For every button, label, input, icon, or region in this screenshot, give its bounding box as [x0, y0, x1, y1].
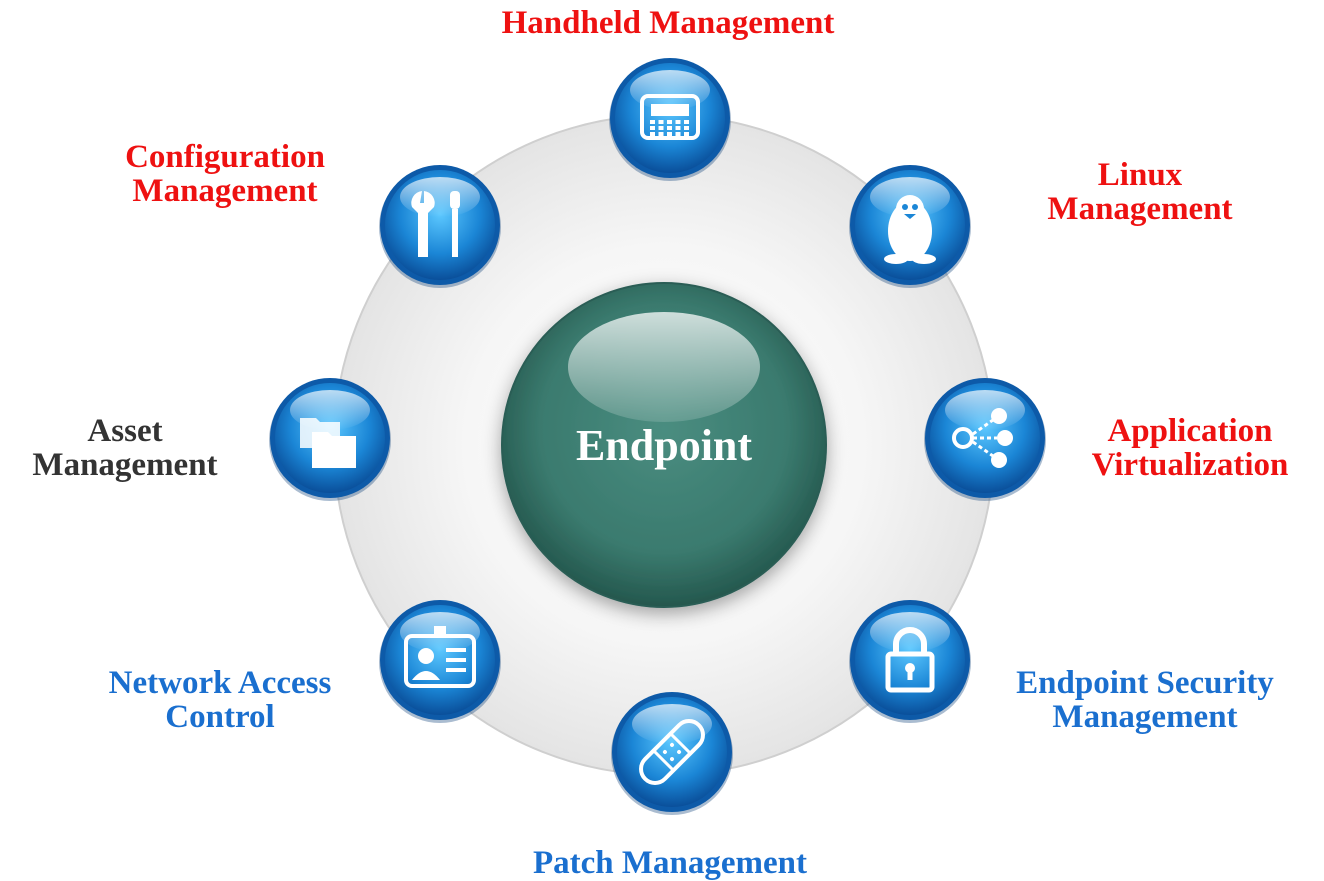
padlock-icon	[885, 627, 935, 693]
label-line: Management	[1052, 699, 1238, 735]
node-handheld[interactable]	[607, 55, 733, 181]
label-handheld: Handheld Management	[478, 6, 858, 40]
penguin-icon	[884, 195, 936, 264]
node-bubble	[611, 692, 733, 815]
center-gloss	[568, 312, 760, 422]
center-label: Endpoint	[576, 421, 752, 470]
label-line: Linux	[1097, 157, 1183, 193]
node-asset[interactable]	[267, 375, 393, 501]
label-line: Handheld Management	[501, 5, 835, 41]
node-bubble	[379, 165, 501, 288]
node-bubble	[269, 378, 391, 501]
label-patch: Patch Management	[475, 846, 865, 880]
label-line: Management	[32, 447, 218, 483]
label-line: Patch Management	[532, 845, 808, 881]
node-bubble	[379, 600, 501, 723]
label-line: Control	[165, 699, 275, 735]
node-security[interactable]	[847, 597, 973, 723]
label-line: Application	[1107, 413, 1273, 449]
node-bubble	[849, 165, 971, 288]
wrench-screwdriver-icon	[411, 191, 460, 257]
center-hub[interactable]	[501, 282, 827, 608]
node-config[interactable]	[377, 162, 503, 288]
label-line: Configuration	[125, 139, 325, 175]
node-bubble	[849, 600, 971, 723]
share-nodes-icon	[952, 408, 1013, 468]
label-line: Virtualization	[1091, 447, 1289, 483]
label-line: Network Access	[108, 665, 332, 701]
folders-icon	[300, 418, 356, 468]
node-appvirt[interactable]	[922, 375, 1048, 501]
node-patch[interactable]	[609, 689, 735, 815]
bandage-icon	[639, 719, 705, 785]
label-line: Management	[1047, 191, 1233, 227]
id-badge-icon	[404, 626, 476, 688]
node-linux[interactable]	[847, 162, 973, 288]
label-line: Endpoint Security	[1016, 665, 1274, 701]
node-bubble	[924, 378, 1046, 501]
node-nac[interactable]	[377, 597, 503, 723]
keyboard-device-icon	[640, 94, 700, 140]
node-bubble	[609, 58, 731, 181]
label-line: Management	[132, 173, 318, 209]
label-line: Asset	[87, 413, 163, 449]
